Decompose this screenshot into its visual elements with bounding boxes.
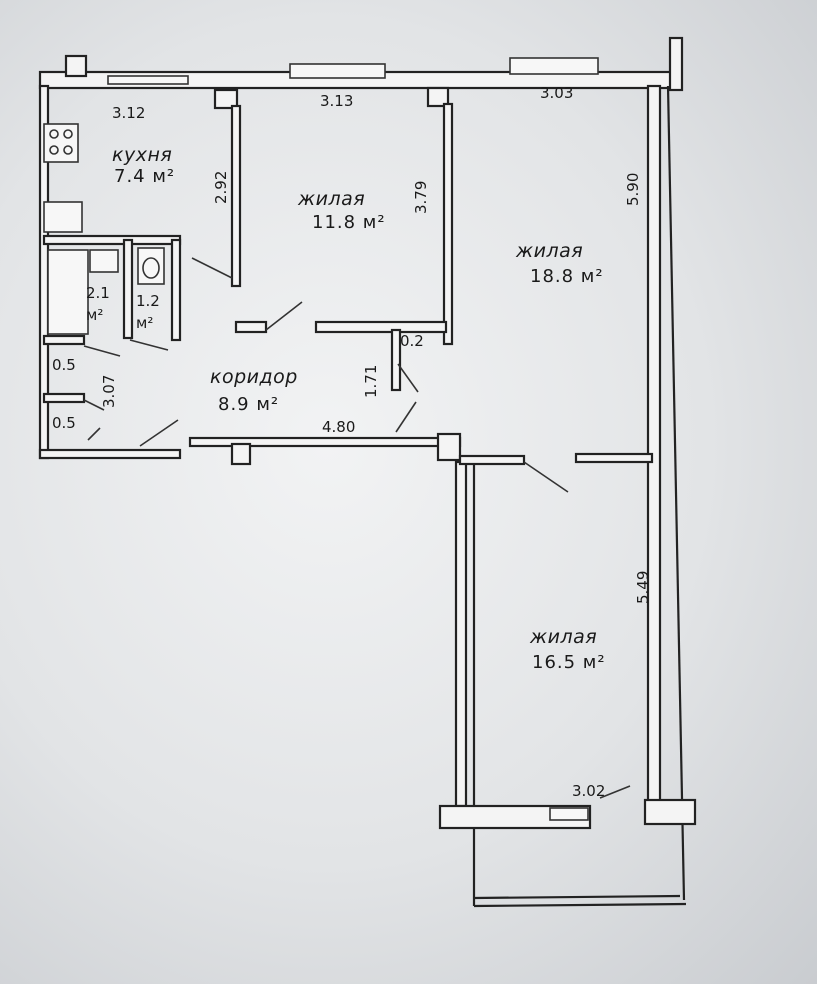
closet-area-2: 0.5 [52, 414, 76, 432]
living1-name: жилая [298, 188, 366, 210]
dim-living1-width: 3.13 [320, 92, 354, 110]
fixtures [43, 123, 165, 335]
interior-walls [42, 86, 654, 466]
closet-area-3: 0.2 [400, 332, 424, 350]
dim-living2-width: 3.03 [540, 84, 574, 102]
living2-name: жилая [516, 240, 584, 262]
closet-area-1: 0.5 [52, 356, 76, 374]
living1-area: 11.8 м² [312, 212, 386, 233]
living2-area: 18.8 м² [530, 266, 604, 287]
dim-living3-width: 3.02 [572, 782, 606, 800]
kitchen-name: кухня [112, 144, 173, 166]
dim-living2-depth: 5.90 [624, 172, 642, 206]
dim-corridor-width: 4.80 [322, 418, 356, 436]
kitchen-area: 7.4 м² [114, 166, 176, 187]
dim-living1-depth: 3.79 [412, 180, 430, 214]
dim-corridor-left-depth: 3.07 [100, 374, 118, 408]
dim-kitchen-depth: 2.92 [212, 170, 230, 204]
bath-area: 2.1 м² [86, 284, 110, 324]
corridor-area: 8.9 м² [218, 394, 280, 415]
toilet-area: 1.2 м² [136, 292, 160, 332]
living3-name: жилая [530, 626, 598, 648]
dim-living3-depth: 5.49 [634, 570, 652, 604]
outer-walls [38, 36, 697, 908]
corridor-name: коридор [210, 366, 298, 388]
dim-kitchen-width: 3.12 [112, 104, 146, 122]
door-swings [83, 257, 631, 799]
living3-area: 16.5 м² [532, 652, 606, 673]
dim-corridor-mid-depth: 1.71 [362, 364, 380, 398]
